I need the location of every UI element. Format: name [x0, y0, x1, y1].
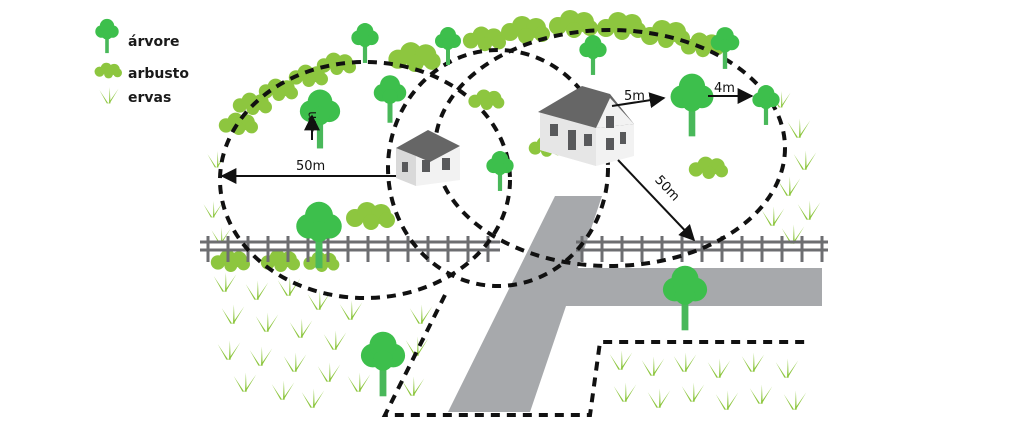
house-small — [396, 130, 460, 186]
zone-left-ellipse — [218, 60, 512, 300]
legend-shrub-label: arbusto — [128, 66, 189, 82]
legend-shrub-icon — [94, 62, 122, 79]
grass-field-left — [203, 151, 433, 408]
hedge-row — [210, 10, 724, 272]
zone-road-boundary — [381, 294, 808, 417]
label-tree-to-tree: 4m — [714, 81, 735, 96]
fence-right — [576, 236, 828, 262]
legend-tree-icon — [95, 18, 119, 54]
label-tree-height: 4m — [305, 111, 320, 132]
legend-grass-label: ervas — [128, 90, 171, 106]
label-house-to-tree: 5m — [624, 89, 645, 104]
road — [448, 196, 822, 412]
measurement-arrows — [220, 88, 754, 242]
legend: árvore arbusto ervas — [94, 18, 189, 106]
house-large — [538, 86, 634, 166]
legend-tree-label: árvore — [128, 34, 180, 50]
legend-grass-icon — [99, 87, 119, 104]
label-left-distance: 50m — [296, 159, 325, 174]
arrow-diagonal-50m — [617, 159, 696, 242]
arrow-5m — [611, 92, 666, 109]
zone-center-ellipse — [386, 48, 610, 288]
